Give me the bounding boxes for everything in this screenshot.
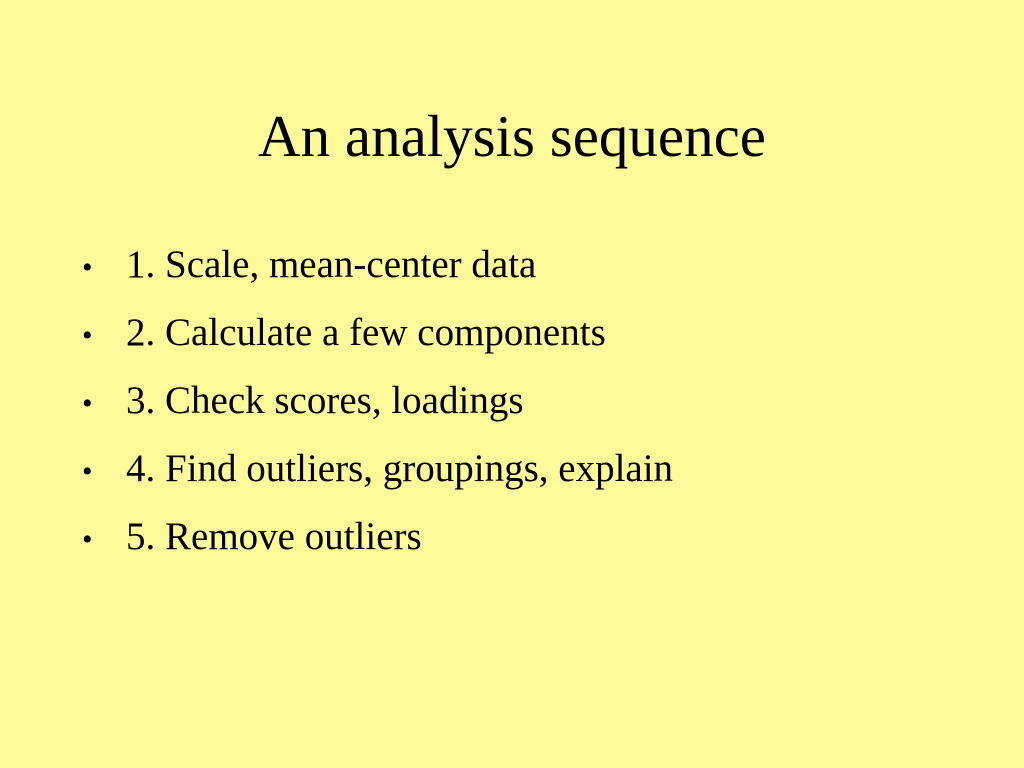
list-item-text: 2. Calculate a few components	[126, 311, 606, 354]
bullet-icon: •	[82, 319, 93, 352]
slide-title: An analysis sequence	[258, 103, 766, 169]
list-item-text: 5. Remove outliers	[126, 515, 422, 558]
list-item-text: 3. Check scores, loadings	[126, 379, 524, 422]
bullet-icon: •	[82, 455, 93, 488]
bullet-list: • 1. Scale, mean-center data • 2. Calcul…	[82, 232, 982, 572]
list-item: • 5. Remove outliers	[82, 504, 982, 572]
bullet-icon: •	[82, 251, 93, 284]
list-item: • 4. Find outliers, groupings, explain	[82, 436, 982, 504]
list-item: • 2. Calculate a few components	[82, 300, 982, 368]
list-item-text: 1. Scale, mean-center data	[126, 243, 537, 286]
bullet-icon: •	[82, 387, 93, 420]
bullet-icon: •	[82, 523, 93, 556]
list-item: • 1. Scale, mean-center data	[82, 232, 982, 300]
list-item: • 3. Check scores, loadings	[82, 368, 982, 436]
list-item-text: 4. Find outliers, groupings, explain	[126, 447, 674, 490]
